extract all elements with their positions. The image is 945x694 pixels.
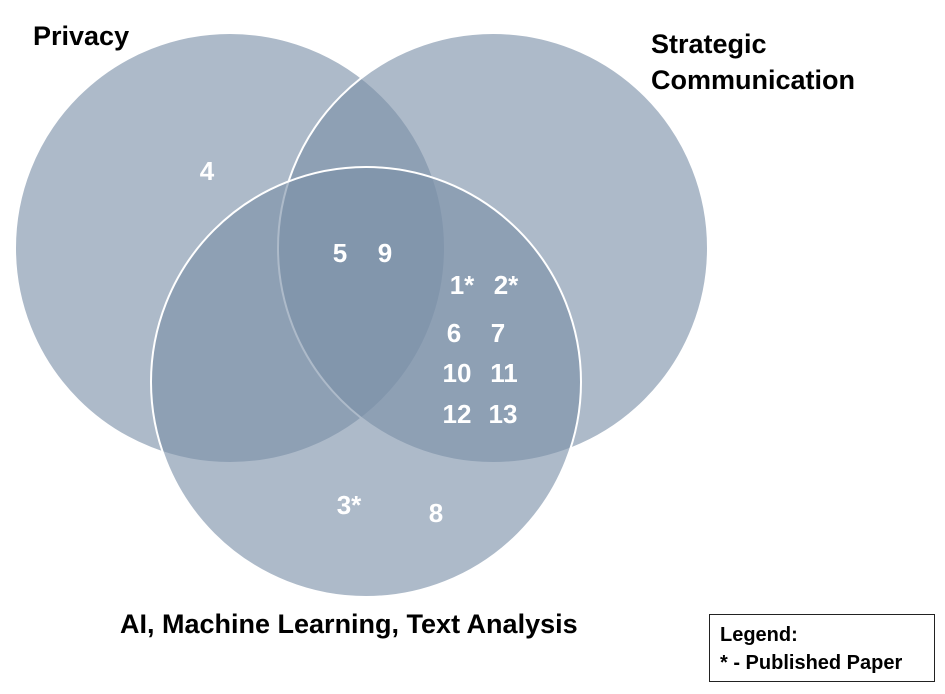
item-strategic-ai-0: 1*: [450, 270, 475, 300]
privacy-label-line: Privacy: [33, 21, 130, 51]
item-privacy-strategic-1: 9: [378, 238, 392, 268]
strategic-communication-label-line-2: Communication: [651, 65, 856, 96]
venn-items: 4 5 9 1* 2* 6 7 10 11 12 13 3* 8: [200, 156, 519, 528]
item-strategic-ai-5: 11: [490, 358, 518, 388]
privacy-label: Privacy: [33, 18, 129, 54]
item-strategic-ai-6: 12: [443, 399, 472, 429]
ai-ml-text-analysis-label-line: AI, Machine Learning, Text Analysis: [120, 609, 578, 639]
item-strategic-ai-1: 2*: [494, 270, 519, 300]
item-ai-only-1: 8: [429, 498, 443, 528]
legend-entry: * - Published Paper: [720, 652, 903, 674]
strategic-communication-label: Strategic Communication: [651, 26, 855, 99]
item-strategic-ai-4: 10: [443, 358, 472, 388]
item-strategic-ai-7: 13: [489, 399, 518, 429]
ai-ml-text-analysis-label: AI, Machine Learning, Text Analysis: [120, 606, 578, 642]
item-privacy-only-0: 4: [200, 156, 215, 186]
item-strategic-ai-3: 7: [491, 318, 505, 348]
item-strategic-ai-2: 6: [447, 318, 461, 348]
ai-ml-text-analysis-circle: [150, 166, 582, 598]
legend-title: Legend:: [720, 624, 798, 646]
legend-box: Legend: * - Published Paper: [709, 614, 935, 682]
strategic-communication-label-line-1: Strategic: [651, 29, 767, 59]
venn-circles: [14, 32, 709, 598]
item-ai-only-0: 3*: [337, 490, 362, 520]
item-privacy-strategic-0: 5: [333, 238, 347, 268]
